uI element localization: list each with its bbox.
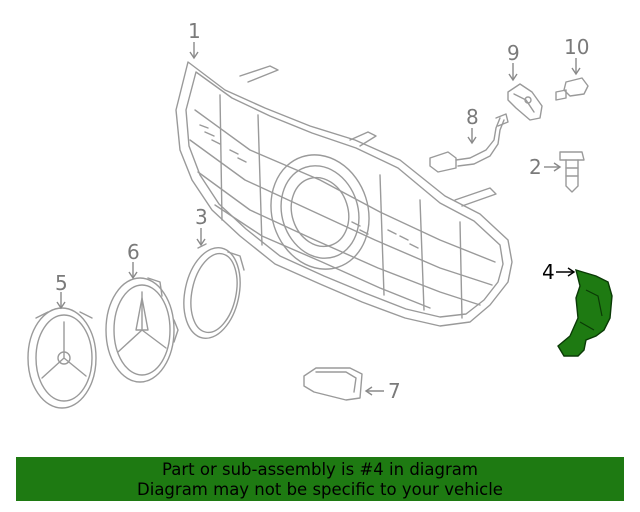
callout-1: 1 bbox=[188, 19, 201, 43]
callout-2: 2 bbox=[529, 155, 542, 179]
callout-8: 8 bbox=[466, 105, 479, 129]
part-7-bracket[interactable] bbox=[303, 367, 363, 401]
part-9-module[interactable] bbox=[507, 83, 543, 121]
banner-line-1: Part or sub-assembly is #4 in diagram bbox=[162, 460, 478, 479]
callout-6: 6 bbox=[127, 240, 140, 264]
info-banner: Part or sub-assembly is #4 in diagram Di… bbox=[16, 457, 624, 501]
part-5-star-base[interactable] bbox=[27, 307, 97, 409]
part-6-emblem[interactable] bbox=[105, 277, 179, 383]
callout-5: 5 bbox=[55, 271, 68, 295]
callout-4: 4 bbox=[542, 260, 555, 284]
part-10-clip[interactable] bbox=[555, 77, 589, 101]
part-8-sensor[interactable] bbox=[429, 113, 509, 173]
callout-9: 9 bbox=[507, 41, 520, 65]
leader-lines bbox=[56, 42, 581, 396]
part-1-grille[interactable] bbox=[175, 61, 513, 327]
part-4-highlighted-bracket[interactable] bbox=[557, 268, 613, 357]
banner-line-2: Diagram may not be specific to your vehi… bbox=[137, 480, 503, 499]
callout-7: 7 bbox=[388, 379, 401, 403]
callout-3: 3 bbox=[195, 205, 208, 229]
part-3-ring[interactable] bbox=[176, 242, 248, 343]
part-2-rivet[interactable] bbox=[559, 151, 585, 193]
callout-10: 10 bbox=[564, 35, 589, 59]
